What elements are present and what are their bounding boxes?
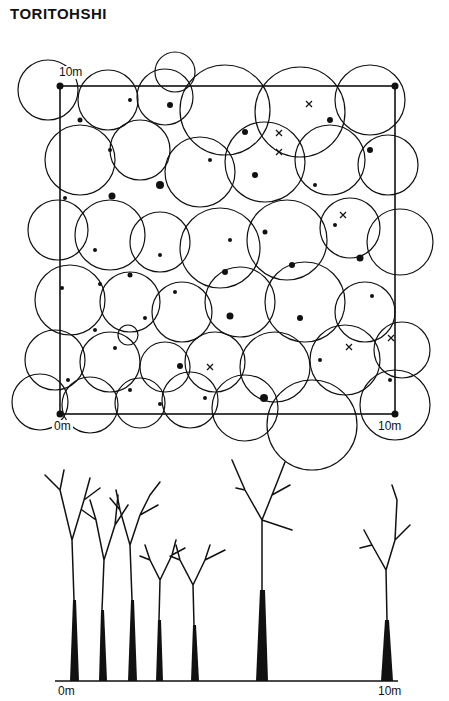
plot-title: TORITOHSHI [8, 6, 109, 23]
axis-label: 10m [376, 685, 403, 698]
axis-label: 0m [56, 685, 77, 698]
axis-label: 10m [376, 420, 403, 433]
axis-label: 10m [57, 66, 84, 79]
axis-label: 0m [52, 420, 73, 433]
